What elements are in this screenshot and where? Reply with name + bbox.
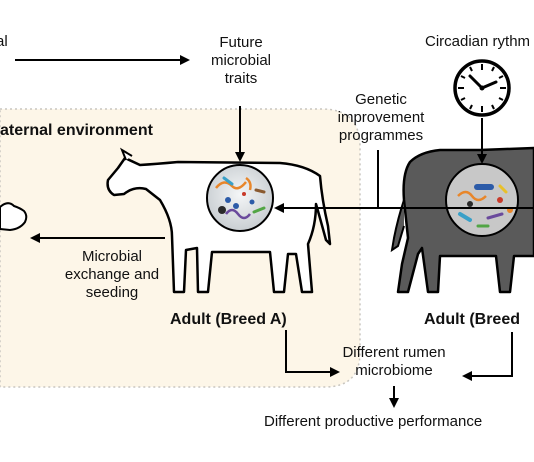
adult-breed-a-label: Adult (Breed A) [170, 311, 287, 328]
adult-breed-b-label: Adult (Breed [424, 311, 520, 328]
future-traits-line-3: traits [224, 70, 258, 87]
genetic-improvement-label: Genetic improvement programmes [336, 91, 426, 145]
clock-icon [453, 59, 511, 117]
different-rumen-line-2: microbiome [355, 362, 433, 379]
breed-b-to-rumen-arrow [462, 332, 513, 381]
genetic-line-2: improvement [337, 109, 425, 126]
future-traits-line-1: Future [219, 34, 263, 51]
cow-breed-a [106, 147, 332, 294]
top-left-label: al [0, 33, 8, 50]
microbiome-circle-icon [206, 164, 274, 232]
genetic-line-3: programmes [338, 127, 424, 144]
calf-fragment [0, 202, 28, 232]
microbial-exchange-line-3: seeding [85, 284, 139, 301]
microbial-exchange-line-1: Microbial [81, 248, 142, 265]
future-traits-line-2: microbial [210, 52, 271, 69]
future-traits-label: Future microbial traits [196, 34, 286, 88]
circadian-label: Circadian rythm [425, 33, 531, 50]
microbiome-circle-icon-breed-b [445, 163, 519, 237]
different-rumen-label: Different rumen microbiome [334, 344, 454, 380]
maternal-environment-title: aternal environment [0, 122, 153, 139]
microbial-exchange-line-2: exchange and [64, 266, 160, 283]
different-performance-label: Different productive performance [264, 413, 483, 430]
genetic-line-1: Genetic [355, 91, 407, 108]
different-rumen-line-1: Different rumen [342, 344, 446, 361]
microbial-exchange-label: Microbial exchange and seeding [54, 248, 170, 302]
breed-a-to-rumen-arrow [285, 330, 340, 377]
